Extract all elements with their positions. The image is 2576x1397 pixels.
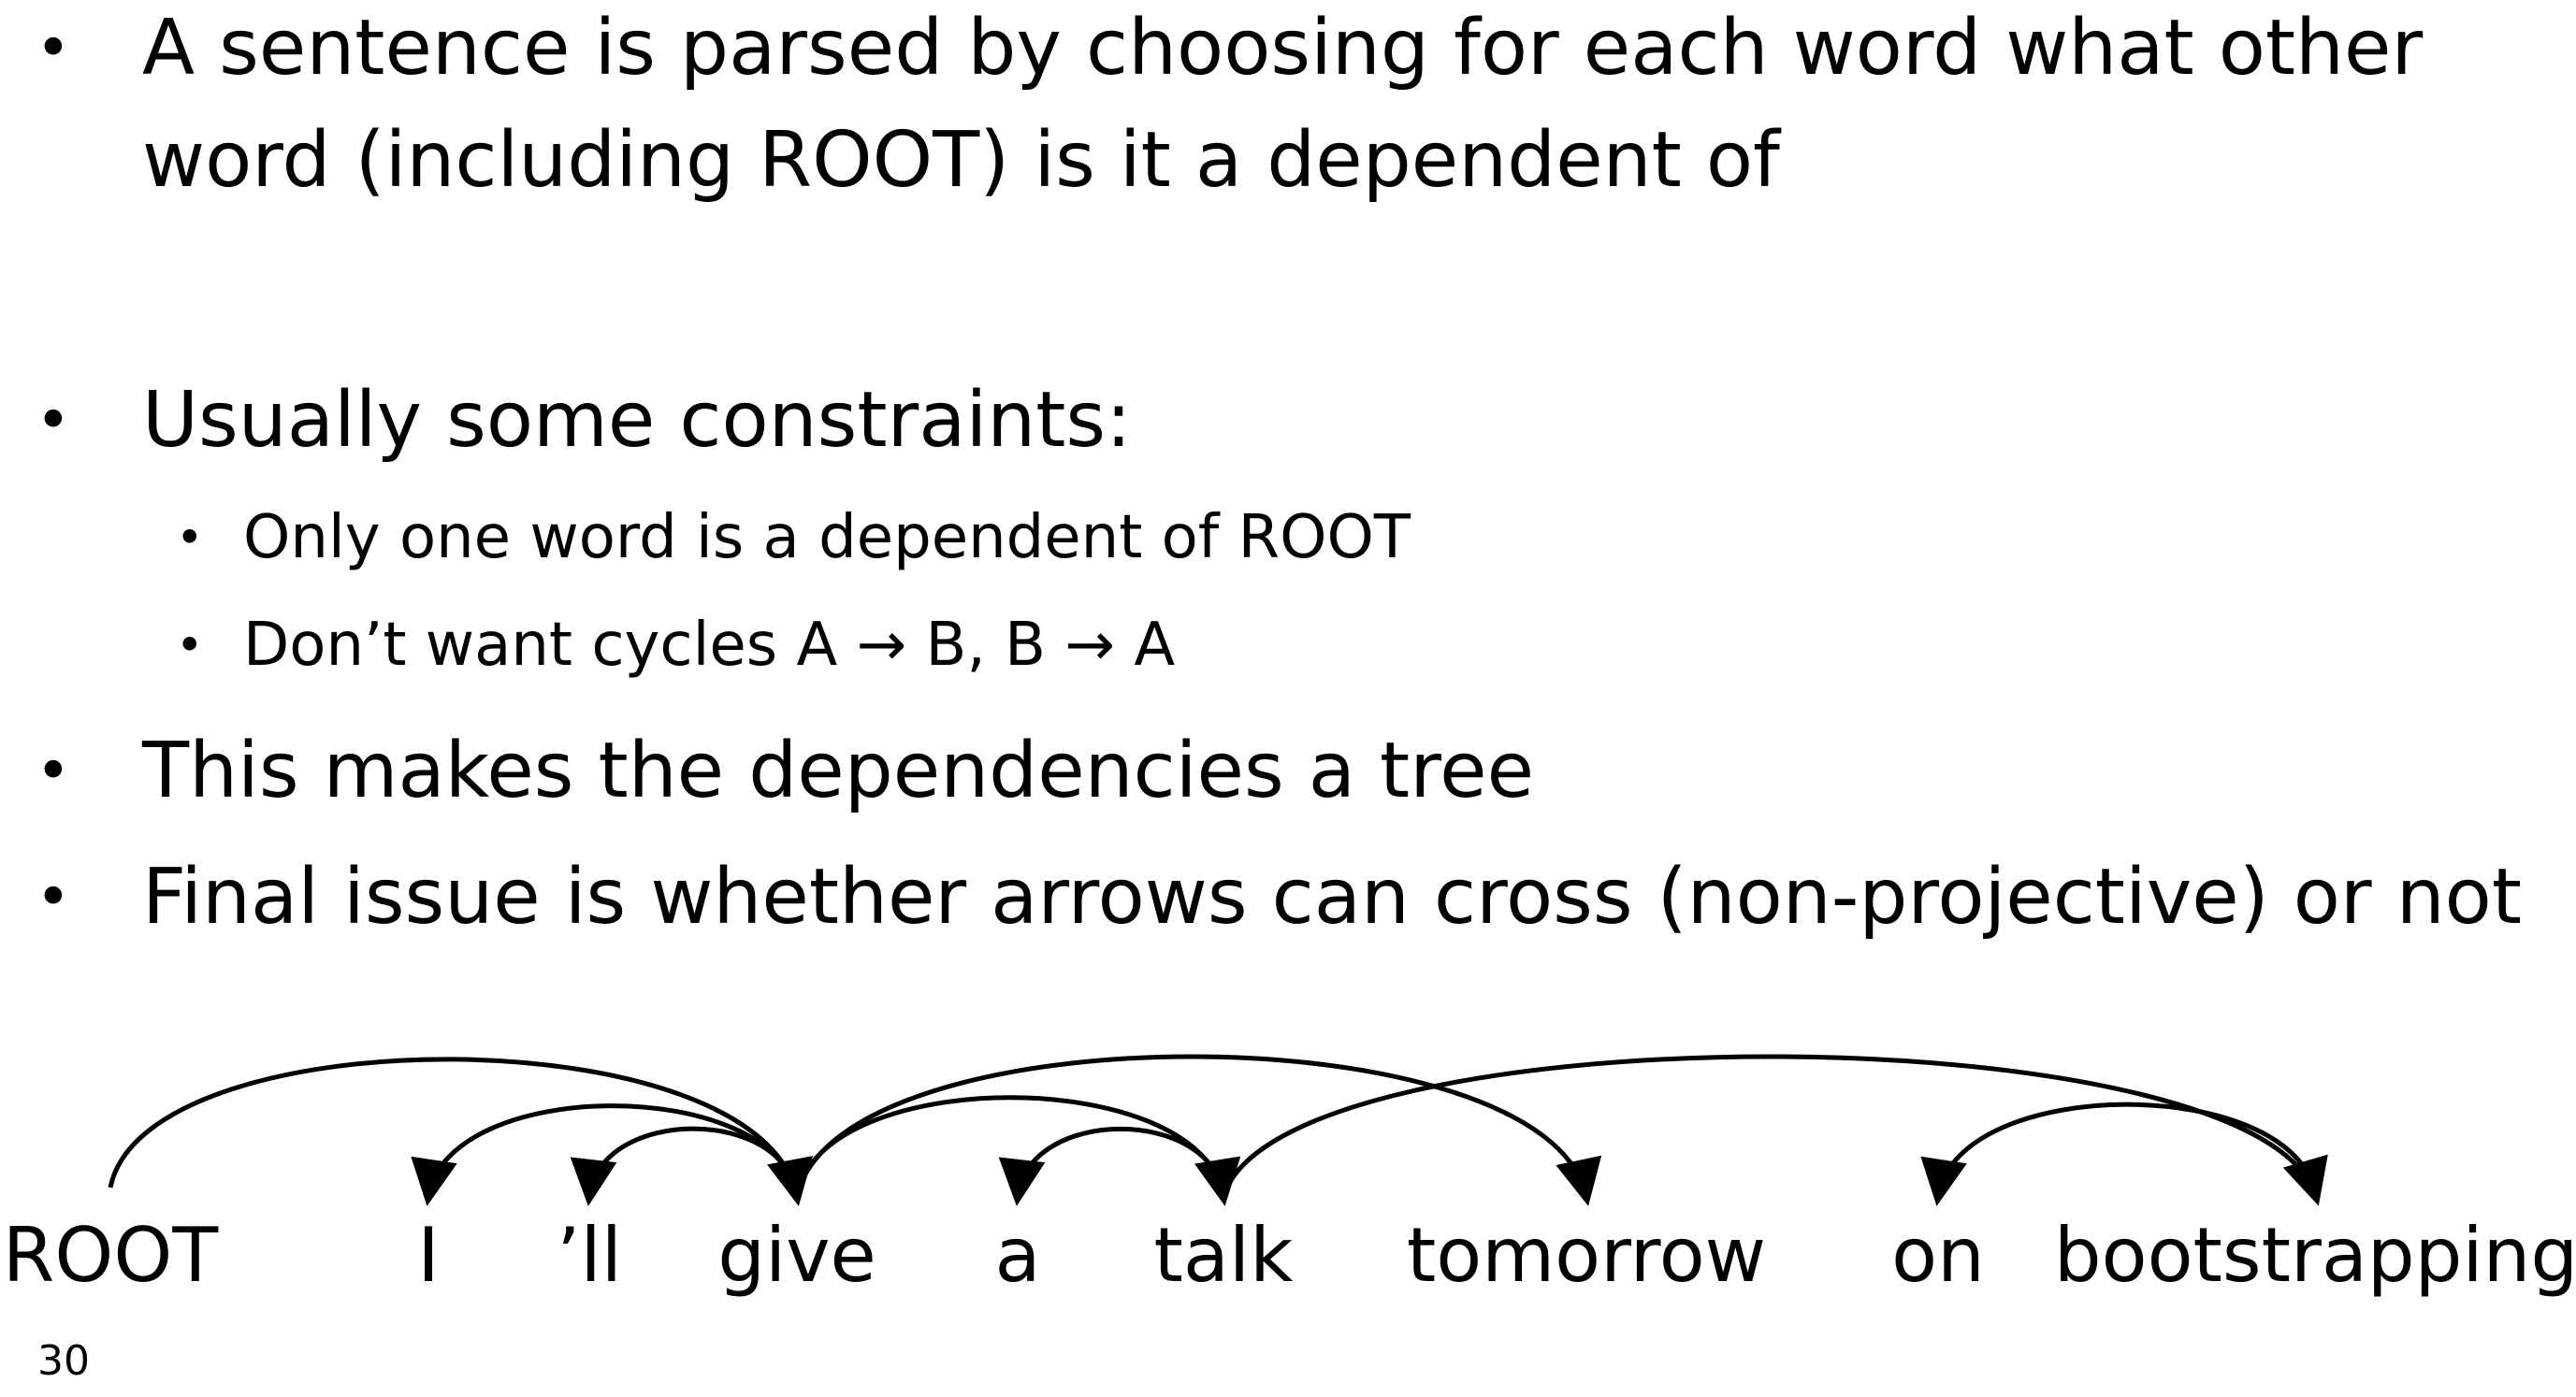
sub-bullet-dot: • (176, 511, 204, 565)
bullet-1: • A sentence is parsed by choosing for e… (0, 0, 2576, 217)
word-3: give (717, 1212, 876, 1299)
word-6: tomorrow (1407, 1212, 1766, 1299)
arc-7 (1920, 1102, 2319, 1206)
word-5: talk (1154, 1212, 1295, 1299)
sub-bullet-1-text: Only one word is a dependent of ROOT (243, 503, 1411, 572)
bullet-3-text: This makes the dependencies a tree (142, 727, 1535, 815)
bullet-4-text: Final issue is whether arrows can cross … (142, 853, 2523, 942)
word-0: ROOT (3, 1212, 220, 1299)
arc-4 (794, 1054, 1602, 1206)
bullet-dot: • (36, 737, 71, 806)
arcs-layer (108, 1054, 2328, 1206)
words-layer: ROOT I ’ll give a talk tomorrow on bootstrapping (3, 1212, 2576, 1299)
word-2: ’ll (557, 1212, 622, 1299)
word-1: I (417, 1212, 440, 1299)
sub-bullet-2-text: Don’t want cycles A → B, B → A (243, 611, 1176, 680)
word-4: a (994, 1212, 1040, 1299)
bullet-4: • Final issue is whether arrows can cros… (0, 842, 2576, 954)
arc-6 (1221, 1054, 2328, 1206)
page-number: 30 (37, 1337, 90, 1385)
bullet-dot: • (36, 386, 71, 455)
word-7: on (1891, 1212, 1985, 1299)
word-8: bootstrapping (2054, 1212, 2576, 1299)
sub-bullet-dot: • (176, 618, 204, 672)
arc-5 (998, 1126, 1226, 1206)
bullet-1-line-1: A sentence is parsed by choosing for eac… (142, 4, 2424, 93)
bullet-1-line-2: word (including ROOT) is it a dependent … (142, 116, 1780, 205)
bullet-2-text: Usually some constraints: (142, 376, 1132, 465)
sub-bullet-1: • Only one word is a dependent of ROOT (0, 496, 2576, 580)
bullet-dot: • (36, 863, 71, 932)
dependency-tree-diagram: ROOT I ’ll give a talk tomorrow on bootstrapping (3, 1054, 2576, 1299)
arc-0 (108, 1057, 814, 1206)
bullet-3: • This makes the dependencies a tree (0, 715, 2576, 828)
bullet-dot: • (36, 14, 71, 83)
bullet-2: • Usually some constraints: (0, 365, 2576, 477)
sub-bullet-2: • Don’t want cycles A → B, B → A (0, 603, 2576, 687)
arc-3 (794, 1095, 1241, 1206)
arc-2 (570, 1126, 800, 1206)
